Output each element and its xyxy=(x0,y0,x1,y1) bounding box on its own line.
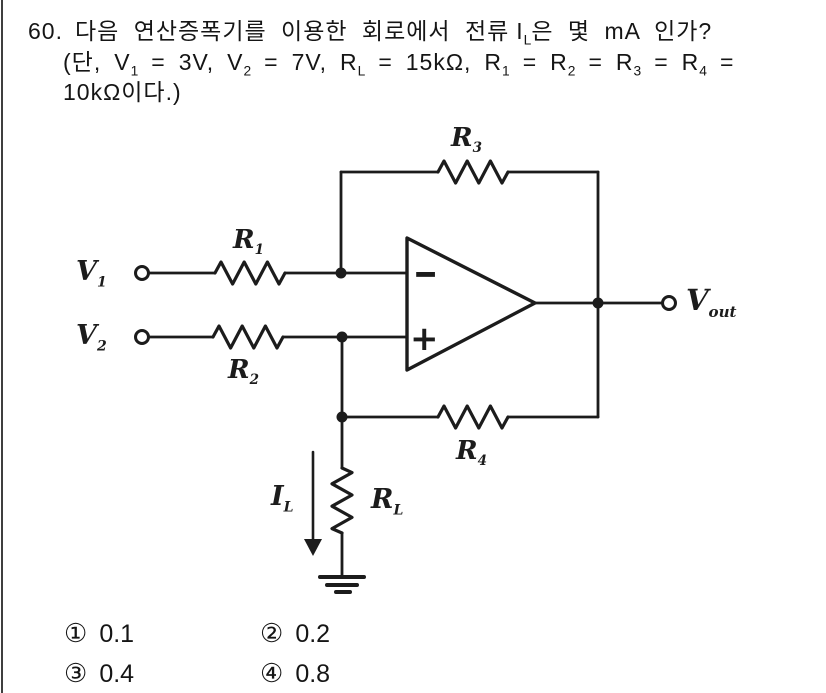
choice-4-marker: ④ xyxy=(260,658,284,688)
label-il: IL xyxy=(271,481,294,516)
cond-eq1: = xyxy=(151,49,166,75)
cond-eq2: = xyxy=(264,49,279,75)
cond-eq7: = xyxy=(719,49,735,75)
answer-choice-4: ④ 0.8 xyxy=(260,658,330,689)
question-number: 60. xyxy=(28,18,63,44)
choice-2-value: 0.2 xyxy=(295,620,331,648)
cond-eq3: = xyxy=(378,49,393,75)
junction-node-noninverting xyxy=(336,331,348,343)
resistor-r4 xyxy=(436,404,510,430)
label-v2: V2 xyxy=(76,320,107,355)
cond-r4: R4 xyxy=(681,49,707,79)
terminal-v2 xyxy=(134,329,150,345)
resistor-r1 xyxy=(213,260,287,286)
cond-rl: RL xyxy=(340,49,366,79)
resistor-r2 xyxy=(211,324,285,350)
question-text: 다음 연산증폭기를 이용한 회로에서 전류 xyxy=(74,18,510,44)
cond-eq5: = xyxy=(588,49,603,75)
junction-node-inverting xyxy=(335,267,347,279)
opamp-noninverting-sign: + xyxy=(410,319,439,359)
choice-1-marker: ① xyxy=(64,618,88,648)
question-line-2: (단, V1 = 3V, V2 = 7V, RL = 15kΩ, R1 = R2… xyxy=(63,43,734,79)
answer-choice-3: ③ 0.4 xyxy=(64,658,134,689)
choice-1-value: 0.1 xyxy=(99,620,135,648)
junction-node-load xyxy=(336,411,348,423)
terminal-v1 xyxy=(134,265,150,281)
label-vout: Vout xyxy=(686,283,737,321)
opamp-triangle xyxy=(405,236,537,372)
question-text-tail: 은 몇 mA 인가? xyxy=(531,18,713,44)
label-r2: R2 xyxy=(228,355,260,389)
choice-4-value: 0.8 xyxy=(295,660,331,688)
cond-eq4: = xyxy=(522,49,538,75)
opamp-inverting-sign: − xyxy=(413,249,439,299)
cond-open: (단, xyxy=(63,49,102,75)
choice-2-marker: ② xyxy=(260,618,284,648)
answer-choice-1: ① 0.1 xyxy=(64,618,134,649)
cond-r2: R2 xyxy=(550,49,576,79)
cond-v1: V1 xyxy=(114,49,139,79)
question-line-3: 10kΩ이다.) xyxy=(63,79,182,105)
label-r1: R1 xyxy=(233,225,265,259)
ground-icon xyxy=(318,575,366,594)
label-v1: V1 xyxy=(76,256,107,291)
cond-rl-value: 15kΩ, xyxy=(405,49,472,75)
column-divider-line xyxy=(1,0,3,693)
cond-v1-value: 3V, xyxy=(178,49,215,75)
resistor-r3 xyxy=(436,159,510,185)
cond-v2: V2 xyxy=(227,49,252,79)
current-symbol-inline: IL은 몇 mA 인가? xyxy=(516,18,713,48)
cond-eq6: = xyxy=(654,49,669,75)
choice-3-value: 0.4 xyxy=(99,660,135,688)
junction-node-output xyxy=(592,297,604,309)
label-r4: R4 xyxy=(456,436,488,470)
cond-r1: R1 xyxy=(484,49,510,79)
terminal-vout xyxy=(661,295,677,311)
label-rl: RL xyxy=(371,484,404,519)
label-r3: R3 xyxy=(451,123,483,157)
cond-v2-value: 7V, xyxy=(291,49,327,75)
cond-r3: R3 xyxy=(615,49,642,79)
resistor-rl xyxy=(330,466,354,535)
answer-choice-2: ② 0.2 xyxy=(260,618,330,649)
load-current-arrow-icon xyxy=(304,450,322,556)
choice-3-marker: ③ xyxy=(64,658,88,688)
